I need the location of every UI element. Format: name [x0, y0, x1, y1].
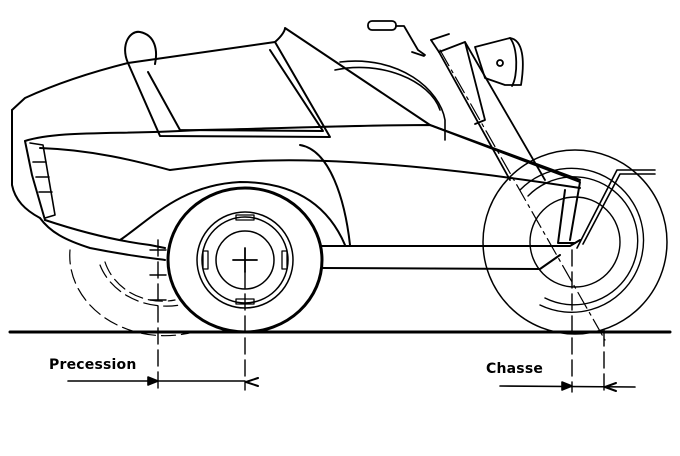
- precession-label: Precession: [49, 357, 137, 373]
- front-fork: [430, 33, 546, 181]
- precession-dimension: [67, 376, 259, 387]
- motorcycle-tank: [334, 60, 446, 141]
- headlight: [474, 37, 524, 87]
- sidecar-grille: [29, 142, 56, 219]
- front-guard: [429, 124, 581, 244]
- chasse-dimension: [499, 381, 636, 392]
- reference-lines: [157, 239, 605, 393]
- handlebar: [367, 20, 426, 57]
- motorcycle-rear-wheel: [69, 249, 201, 337]
- front-fender: [576, 169, 656, 249]
- reference-ticks: [149, 249, 167, 301]
- steering-axis: [439, 49, 606, 341]
- chasse-label: Chasse: [486, 361, 544, 377]
- sidecar-body: [11, 27, 581, 270]
